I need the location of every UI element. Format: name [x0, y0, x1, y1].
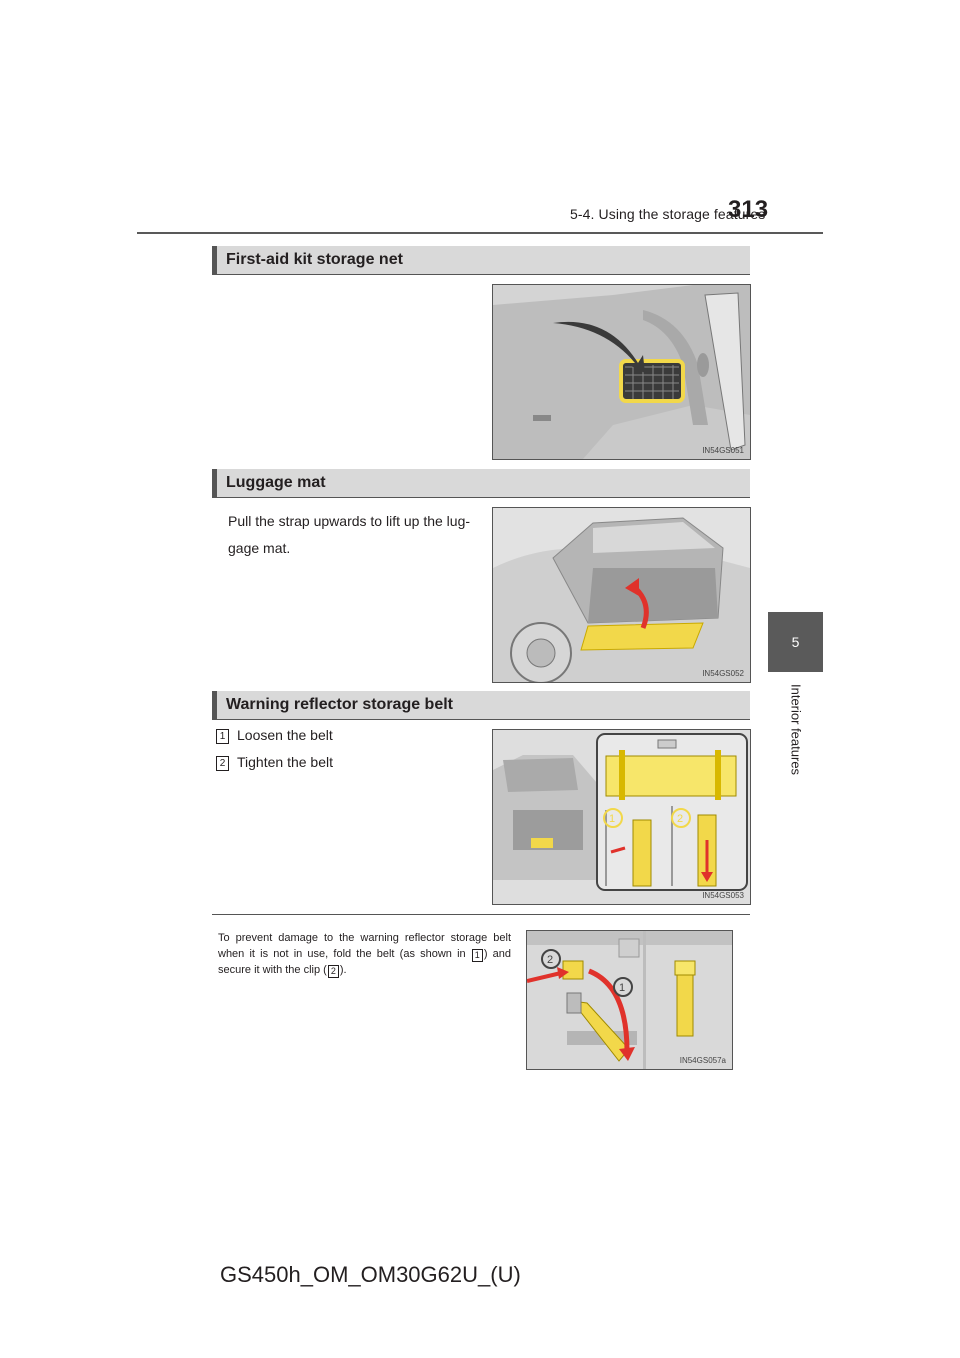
instruction-line: Pull the strap upwards to lift up the lu…	[228, 513, 471, 529]
heading-bar	[212, 246, 217, 274]
callout-2: 2	[677, 813, 683, 825]
callout-1: 1	[619, 982, 625, 994]
figure-first-aid-net: IN54GS051	[492, 284, 751, 460]
heading-rule	[212, 719, 750, 720]
step-label: Loosen the belt	[237, 727, 333, 743]
callout-1: 1	[609, 813, 615, 825]
page-number: 313	[728, 196, 769, 223]
figure-code: IN54GS052	[702, 669, 744, 678]
heading-bar	[212, 469, 217, 497]
chapter-tab: 5	[768, 612, 823, 672]
header-rule	[137, 232, 823, 234]
note-part: ).	[339, 964, 347, 976]
note-ref-1: 1	[471, 949, 483, 962]
step-label: Tighten the belt	[237, 754, 333, 770]
note-part: To prevent damage to the warning reflect…	[218, 932, 511, 960]
note-rule	[212, 914, 750, 915]
heading-bar	[212, 691, 217, 719]
mat-highlight	[580, 622, 704, 651]
document-id: GS450h_OM_OM30G62U_(U)	[220, 1262, 521, 1287]
figure-code: IN54GS053	[702, 891, 744, 900]
instruction-line: gage mat.	[228, 540, 291, 556]
chapter-title: Interior features	[788, 684, 804, 776]
step-item: 2 Tighten the belt	[216, 749, 476, 776]
fold-arrow-icon	[587, 968, 630, 1052]
folded-belt-illustration: 2 1	[527, 931, 732, 1069]
heading-rule	[212, 497, 750, 498]
section-heading-luggage-mat: Luggage mat	[212, 469, 750, 498]
luggage-mat-instruction: Pull the strap upwards to lift up the lu…	[228, 508, 483, 562]
step-number: 2	[216, 756, 229, 771]
note-part: ) and secure it with the clip (	[218, 948, 511, 976]
figure-reflector-belt: 1 2 IN54GS053	[492, 729, 751, 905]
section-title: Warning reflector storage belt	[226, 696, 453, 713]
step-item: 1 Loosen the belt	[216, 722, 476, 749]
section-heading-warning-reflector: Warning reflector storage belt	[212, 691, 750, 720]
section-heading-first-aid: First-aid kit storage net	[212, 246, 750, 275]
step-number: 1	[216, 729, 229, 744]
note-ref-2: 2	[327, 965, 339, 978]
heading-rule	[212, 274, 750, 275]
note-text: To prevent damage to the warning reflect…	[218, 930, 511, 978]
figure-code: IN54GS057a	[679, 1056, 726, 1065]
belt-steps: 1 Loosen the belt 2 Tighten the belt	[216, 722, 476, 776]
indicator-arrow-icon	[553, 321, 645, 373]
section-title: Luggage mat	[226, 474, 326, 491]
figure-code: IN54GS051	[702, 446, 744, 455]
reflector-belt-illustration: 1 2	[493, 730, 750, 904]
first-aid-net-illustration	[493, 285, 750, 459]
luggage-mat-illustration	[493, 508, 750, 682]
figure-folded-belt: 2 1 IN54GS057a	[526, 930, 733, 1070]
header-section-title: 5-4. Using the storage features	[570, 206, 766, 222]
callout-2: 2	[547, 954, 553, 966]
section-title: First-aid kit storage net	[226, 251, 403, 268]
chapter-label: Interior features	[768, 684, 823, 794]
figure-luggage-mat: IN54GS052	[492, 507, 751, 683]
